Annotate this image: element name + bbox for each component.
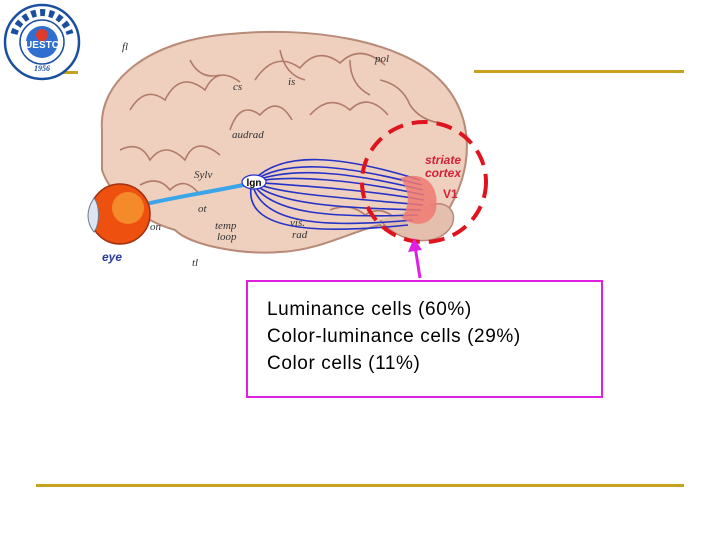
color-cells-line: Color cells (11%) bbox=[267, 353, 421, 374]
arrow-head-icon bbox=[408, 238, 422, 252]
label-vis: vis. bbox=[290, 217, 305, 229]
label-temp: temp bbox=[215, 220, 237, 232]
label-is: is bbox=[288, 76, 295, 88]
lgn-label: lgn bbox=[247, 178, 262, 189]
luminance-cells-line: Luminance cells (60%) bbox=[267, 299, 472, 320]
optic-nerve bbox=[141, 182, 249, 207]
pointer-arrow bbox=[413, 245, 422, 279]
lgn-nucleus bbox=[241, 174, 267, 190]
optic-radiation bbox=[249, 158, 425, 231]
label-ot: ot bbox=[198, 203, 208, 215]
brain-gyri bbox=[119, 49, 441, 219]
region-label-v1: V1 bbox=[443, 187, 458, 201]
region-label-cortex: cortex bbox=[425, 166, 462, 180]
color-luminance-cells-line: Color-luminance cells (29%) bbox=[267, 326, 521, 347]
label-cs: cs bbox=[233, 81, 242, 93]
label-sylv: Sylv bbox=[194, 169, 212, 181]
label-pol: pol bbox=[374, 53, 389, 65]
top-right-rule bbox=[474, 70, 684, 73]
cell-types-list: Luminance cells (60%) Color-luminance ce… bbox=[267, 296, 521, 377]
eye-icon bbox=[87, 183, 151, 245]
visual-pathway-diagram: lgn eye fl pol cs is audrad Sylv ot on t… bbox=[87, 30, 488, 279]
cell-types-box: Luminance cells (60%) Color-luminance ce… bbox=[246, 280, 603, 398]
eye-label: eye bbox=[102, 250, 122, 264]
label-loop: loop bbox=[217, 231, 237, 243]
label-tl: tl bbox=[192, 257, 198, 269]
bottom-rule bbox=[36, 484, 684, 487]
label-rad: rad bbox=[292, 229, 308, 241]
striate-cortex bbox=[400, 175, 437, 224]
logo-year: 1956 bbox=[34, 64, 50, 73]
logo-emblem-text: UESTC bbox=[25, 40, 59, 51]
label-fl: fl bbox=[122, 41, 128, 53]
university-seal-icon: UESTC 1956 bbox=[3, 3, 81, 81]
region-label-striate: striate bbox=[425, 153, 461, 167]
label-audrad: audrad bbox=[232, 129, 264, 141]
v1-highlight-circle bbox=[360, 120, 488, 244]
label-on: on bbox=[150, 221, 162, 233]
